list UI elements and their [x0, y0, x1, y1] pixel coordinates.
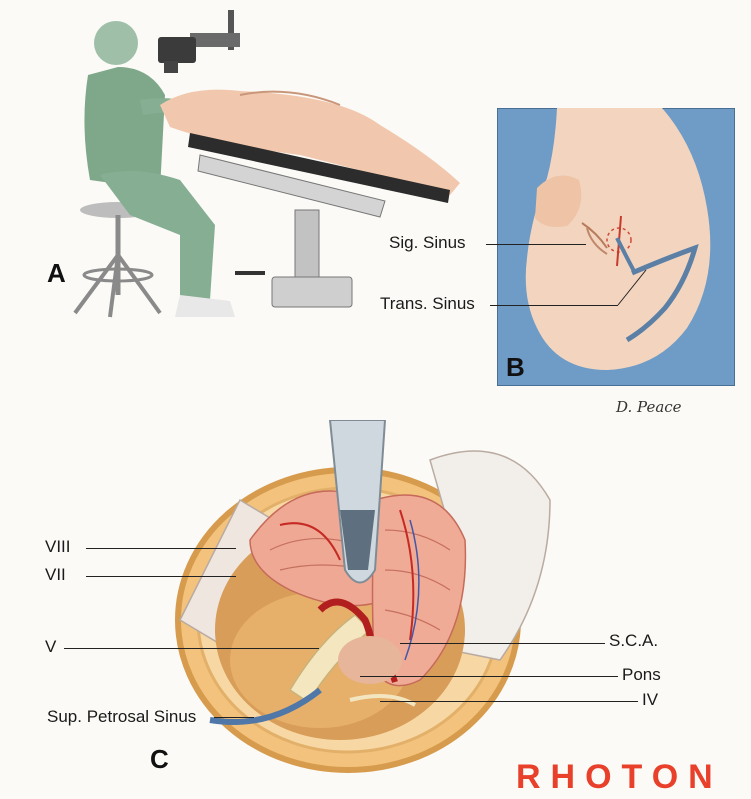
- panel-label-a: A: [47, 258, 66, 288]
- leader-cn-vii: [86, 576, 236, 577]
- label-sup-petrosal-sinus: Sup. Petrosal Sinus: [47, 707, 197, 726]
- leader-cn-v: [64, 648, 319, 649]
- label-trans-sinus: Trans. Sinus: [380, 294, 475, 313]
- label-cn-vii: VII: [45, 565, 66, 584]
- leader-sig-sinus: [486, 244, 586, 245]
- label-pons: Pons: [622, 665, 661, 684]
- leader-cn-iv: [380, 701, 638, 702]
- label-sig-sinus: Sig. Sinus: [389, 233, 466, 252]
- panel-c-illustration: [175, 420, 551, 773]
- leader-pons: [360, 676, 618, 677]
- leader-trans-sinus: [490, 305, 618, 306]
- panel-label-c: C: [150, 744, 169, 774]
- artist-signature: D. Peace: [616, 398, 682, 416]
- label-sca: S.C.A.: [609, 631, 659, 650]
- label-cn-viii: VIII: [45, 537, 71, 556]
- leader-sca: [400, 643, 605, 644]
- panel-b-illustration: [497, 108, 735, 386]
- rhoton-watermark: RHOTON: [516, 758, 723, 796]
- panel-a-illustration: [73, 10, 460, 318]
- leader-cn-viii: [86, 548, 236, 549]
- panel-label-b: B: [506, 352, 525, 382]
- leader-trans-sinus-diagonal: [617, 269, 647, 306]
- label-cn-v: V: [45, 637, 57, 656]
- leader-sup-petrosal-sinus: [214, 717, 254, 718]
- label-cn-iv: IV: [642, 690, 659, 709]
